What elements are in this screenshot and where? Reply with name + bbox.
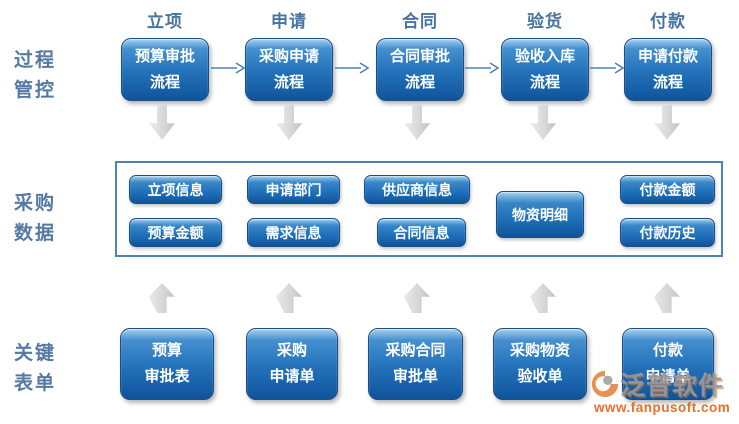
block-arrow-down-icon [149, 105, 175, 140]
fanpu-logo-icon [591, 370, 619, 398]
process-box-purchase-request: 采购申请 流程 [245, 38, 333, 101]
stage-label-payment: 付款 [650, 12, 686, 31]
data-item-material-detail: 物资明细 [496, 191, 584, 238]
form-box-budget-approval-form: 预算 审批表 [120, 328, 214, 400]
flow-arrow-right-icon [590, 62, 625, 74]
row-label-line: 过程 [14, 50, 57, 71]
process-box-receive-warehouse: 验收入库 流程 [501, 38, 589, 101]
row-label-key-forms: 关键 表单 [14, 339, 84, 399]
form-box-payment-request-form: 付款 申请单 [622, 328, 714, 400]
stage-label-project: 立项 [147, 12, 183, 31]
row-label-line: 关键 [14, 343, 57, 364]
form-box-line: 付款 [652, 342, 683, 359]
block-arrow-down-icon [276, 105, 302, 140]
data-item-budget-amount: 预算金额 [129, 218, 222, 247]
block-arrow-up-icon [276, 283, 302, 313]
watermark-brand: 泛普软件 [620, 372, 725, 400]
block-arrow-down-icon [404, 105, 430, 140]
process-box-line: 流程 [404, 73, 435, 91]
process-box-line: 流程 [273, 73, 304, 91]
block-arrow-up-icon [654, 283, 680, 313]
form-box-line: 审批表 [144, 368, 190, 385]
process-box-line: 采购申请 [258, 47, 319, 65]
row-label-line: 表单 [14, 373, 57, 394]
block-arrow-up-icon [530, 283, 556, 313]
row-label-purchase-data: 采购 数据 [14, 189, 84, 249]
purchase-data-panel: 立项信息 预算金额 申请部门 需求信息 供应商信息 合同信息 物资明细 付款金额… [115, 161, 723, 257]
process-box-line: 流程 [529, 73, 560, 91]
data-item-payment-amount: 付款金额 [620, 175, 715, 204]
process-box-line: 预算审批 [134, 47, 195, 65]
process-box-line: 流程 [149, 73, 180, 91]
row-label-line: 采购 [14, 193, 57, 214]
form-box-line: 采购 [276, 342, 307, 359]
data-item-demand-info: 需求信息 [247, 218, 340, 247]
stage-label-request: 申请 [271, 12, 307, 31]
form-box-purchase-request-form: 采购 申请单 [246, 328, 338, 400]
flow-arrow-right-icon [335, 62, 370, 74]
data-item-project-info: 立项信息 [129, 175, 222, 204]
data-item-request-dept: 申请部门 [247, 175, 340, 204]
flow-arrow-right-icon [211, 62, 246, 74]
form-box-line: 预算 [151, 342, 182, 359]
process-box-contract-approval: 合同审批 流程 [376, 38, 464, 101]
watermark: 泛普软件 www.fanpusoft.com [590, 366, 730, 415]
block-arrow-down-icon [530, 105, 556, 140]
block-arrow-down-icon [654, 105, 680, 140]
flow-arrow-right-icon [465, 62, 500, 74]
stage-label-inspect: 验货 [527, 12, 563, 31]
process-box-line: 流程 [652, 73, 683, 91]
form-box-line: 采购合同 [385, 342, 446, 359]
form-box-material-receipt-form: 采购物资 验收单 [493, 328, 587, 400]
process-box-line: 申请付款 [637, 47, 698, 65]
form-box-line: 审批单 [392, 368, 438, 385]
block-arrow-up-icon [404, 283, 430, 313]
form-box-line: 采购物资 [509, 342, 570, 359]
form-box-contract-approval-form: 采购合同 审批单 [368, 328, 463, 400]
process-box-line: 合同审批 [389, 47, 450, 65]
data-item-payment-history: 付款历史 [620, 218, 715, 247]
row-label-line: 管控 [14, 80, 57, 101]
process-box-line: 验收入库 [514, 47, 575, 65]
process-box-payment-request: 申请付款 流程 [624, 38, 712, 101]
row-label-line: 数据 [14, 223, 57, 244]
block-arrow-up-icon [149, 283, 175, 313]
form-box-line: 申请单 [269, 368, 315, 385]
data-item-supplier-info: 供应商信息 [364, 175, 470, 204]
stage-label-contract: 合同 [402, 12, 438, 31]
process-box-budget-approval: 预算审批 流程 [121, 38, 209, 101]
data-item-contract-info: 合同信息 [377, 218, 466, 247]
watermark-url: www.fanpusoft.com [594, 400, 731, 415]
row-label-process-control: 过程 管控 [14, 46, 84, 106]
form-box-line: 申请单 [645, 368, 691, 385]
form-box-line: 验收单 [517, 368, 563, 385]
